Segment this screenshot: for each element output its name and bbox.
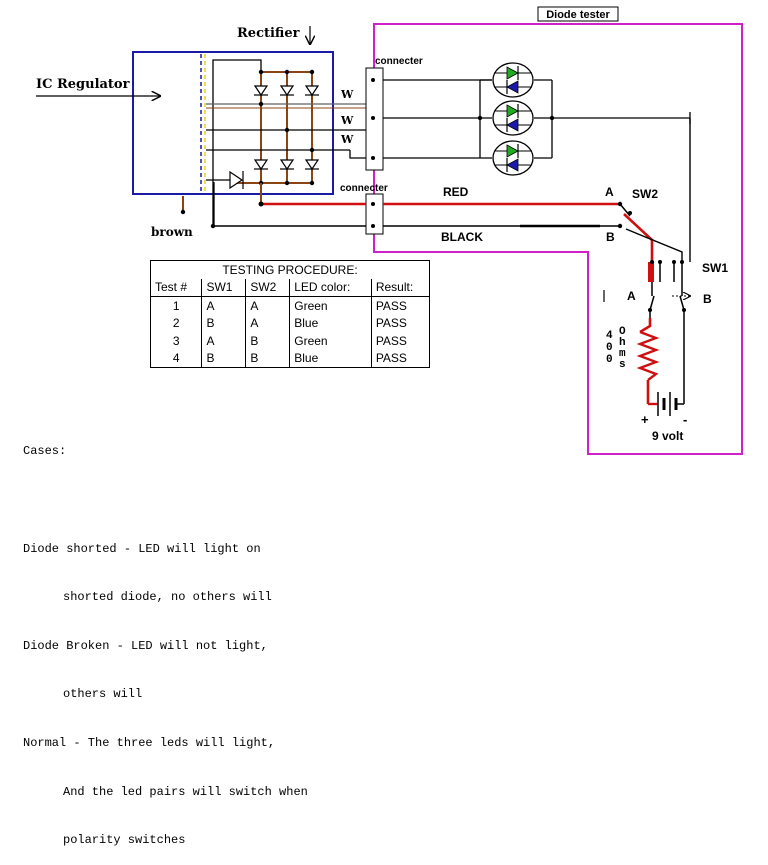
ohms-letter-2: h (619, 337, 626, 349)
table-header: LED color: (289, 278, 372, 297)
rectifier-label: Rectifier (237, 26, 300, 41)
table-row: 3 A B Green PASS (151, 331, 430, 350)
table-cell: PASS (370, 314, 430, 332)
table-title: TESTING PROCEDURE: (222, 262, 358, 277)
cases-line: Diode Broken - LED will not light, (23, 638, 268, 653)
diode-tester-label: Diode tester (546, 9, 610, 21)
sw2-switch (619, 203, 632, 217)
table-cell: Green (289, 296, 372, 315)
w-label-1: W (340, 88, 354, 101)
cases-line: shorted diode, no others will (63, 590, 272, 605)
rectifier-brown-wiring (182, 71, 313, 212)
ohms-digit-3: 0 (606, 354, 613, 366)
wire-junctions (371, 78, 623, 229)
black-wire (213, 118, 691, 262)
bottom-connector (365, 193, 384, 235)
table-cell: B (245, 331, 290, 350)
table-cell: B (201, 314, 246, 332)
battery-plus: + (641, 412, 649, 427)
cases-title: Cases: (23, 444, 67, 459)
sw1-a-label: A (627, 289, 636, 303)
table-cell: Blue (289, 314, 372, 332)
sw1-b-label: B (703, 292, 712, 306)
sw1-switch (648, 262, 685, 404)
rectifier-diodes (229, 85, 320, 190)
table-cell: 3 (172, 333, 180, 348)
regulator-box (132, 51, 334, 195)
top-connector-label: connecter (375, 56, 423, 67)
cases-line: polarity switches (63, 833, 186, 848)
black-wire-label: BLACK (441, 230, 483, 244)
table-cell: Blue (289, 349, 372, 368)
table-cell: PASS (370, 331, 430, 350)
table-cell: Green (289, 331, 372, 350)
cases-line: Normal - The three leds will light, (23, 736, 276, 751)
table-header: SW2 (245, 278, 290, 297)
table-cell: 4 (172, 351, 180, 366)
table-row: 1 A A Green PASS (151, 296, 430, 315)
table-cell: A (245, 296, 290, 315)
ohms-letter-1: O (619, 326, 626, 338)
cases-line: others will (63, 687, 143, 702)
table-header: SW1 (201, 278, 246, 297)
w-label-3: W (340, 133, 354, 146)
resistor (636, 330, 660, 381)
cases-line: And the led pairs will switch when (63, 784, 308, 799)
table-header: Test # (150, 278, 202, 297)
table-row: 4 B B Blue PASS (151, 349, 430, 368)
bottom-connector-label: connecter (340, 183, 388, 194)
table-cell: B (201, 349, 246, 368)
table-cell: PASS (370, 296, 430, 315)
table-cell: 2 (172, 316, 180, 331)
brown-label: brown (151, 225, 193, 239)
ohms-letter-3: m (619, 348, 626, 360)
battery (648, 392, 684, 416)
table-cell: B (245, 349, 290, 368)
sw1-label: SW1 (702, 261, 728, 275)
diode-tester-boundary (373, 23, 743, 455)
sw2-b-label: B (606, 230, 615, 244)
sw2-label: SW2 (632, 187, 658, 201)
testing-procedure-table: TESTING PROCEDURE: Test # SW1 SW2 LED co… (150, 260, 430, 368)
table-header: Result: (370, 278, 430, 297)
led-pair-1 (492, 62, 534, 98)
schematic: Diode tester Rectifier IC Regulator (36, 6, 743, 455)
table-cell: 1 (172, 298, 180, 313)
battery-label: 9 volt (652, 429, 683, 443)
ohms-digit-2: 0 (606, 342, 613, 354)
table-cell: A (245, 314, 290, 332)
table-cell: A (201, 296, 246, 315)
led-wiring (383, 79, 691, 159)
ic-regulator-label: IC Regulator (36, 77, 130, 92)
ohms-digit-1: 4 (606, 330, 613, 342)
led-pair-2 (492, 100, 534, 136)
table-cell: PASS (370, 349, 430, 368)
table-row: 2 B A Blue PASS (151, 314, 430, 332)
table-cell: A (201, 331, 246, 350)
led-pair-3 (492, 140, 534, 176)
cases-line: Diode shorted - LED will light on (23, 541, 261, 556)
sw2-a-label: A (605, 185, 614, 199)
battery-minus: - (683, 412, 687, 427)
ohms-letter-4: s (619, 359, 626, 371)
cases-notes: Cases: Diode shorted - LED will light on… (23, 411, 308, 865)
w-label-2: W (340, 114, 354, 127)
red-wire-label: RED (443, 185, 469, 199)
